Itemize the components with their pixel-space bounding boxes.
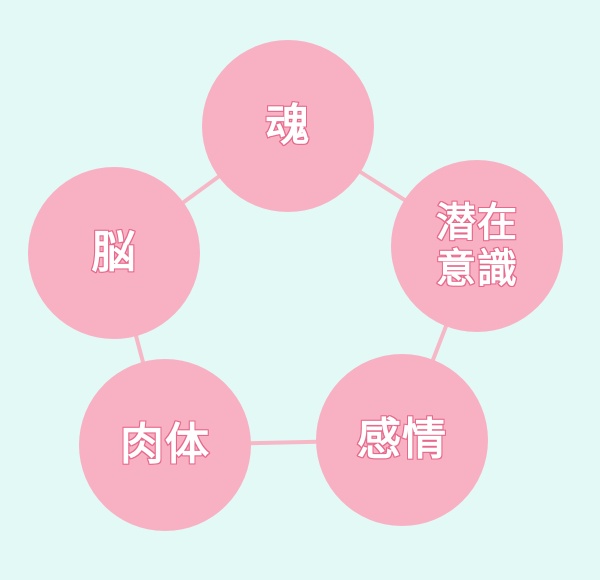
node-emotion: 感情 xyxy=(316,354,488,526)
node-brain: 脳 xyxy=(28,167,200,339)
node-label-emotion: 感情 xyxy=(356,413,447,466)
node-label-subconscious: 潜在意識 xyxy=(435,199,518,293)
node-subconscious: 潜在意識 xyxy=(391,160,563,332)
node-label-body: 肉体 xyxy=(119,418,210,471)
node-label-soul: 魂 xyxy=(265,99,311,152)
node-body: 肉体 xyxy=(79,359,251,531)
node-label-brain: 脳 xyxy=(91,226,137,279)
node-soul: 魂 xyxy=(202,40,374,212)
